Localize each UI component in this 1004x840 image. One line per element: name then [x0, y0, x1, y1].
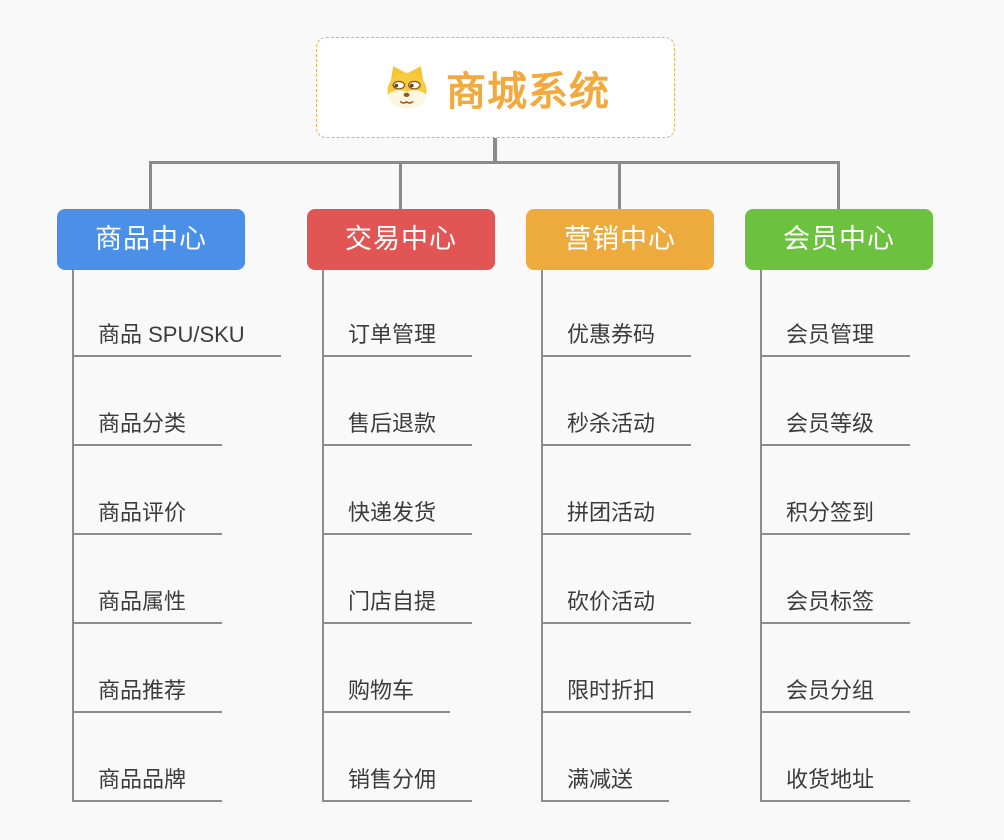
topic-item[interactable]: 快递发货	[322, 498, 473, 535]
topic-item[interactable]: 售后退款	[322, 409, 473, 446]
topic-item[interactable]: 满减送	[541, 765, 670, 802]
branch-header-trade-center[interactable]: 交易中心	[307, 209, 495, 270]
topic-item[interactable]: 秒杀活动	[541, 409, 692, 446]
connector-drop-trade	[399, 161, 402, 210]
shiba-dog-icon	[381, 63, 433, 113]
topic-item[interactable]: 限时折扣	[541, 676, 692, 713]
topic-item[interactable]: 优惠券码	[541, 320, 692, 357]
branch-header-product-center[interactable]: 商品中心	[57, 209, 245, 270]
topic-item[interactable]: 积分签到	[760, 498, 911, 535]
topic-item[interactable]: 会员分组	[760, 676, 911, 713]
branch-line	[760, 270, 762, 802]
connector-root-stem	[493, 138, 497, 164]
branch-line	[322, 270, 324, 802]
topic-item[interactable]: 订单管理	[322, 320, 473, 357]
connector-drop-member	[837, 161, 840, 210]
topic-item[interactable]: 拼团活动	[541, 498, 692, 535]
branch-line	[72, 270, 74, 802]
branch-product-center: 商品中心 商品 SPU/SKU 商品分类 商品评价 商品属性 商品推荐 商品品牌	[57, 209, 281, 809]
topic-item[interactable]: 商品评价	[72, 498, 223, 535]
topic-item[interactable]: 销售分佣	[322, 765, 473, 802]
topic-item[interactable]: 商品属性	[72, 587, 223, 624]
topic-item[interactable]: 商品品牌	[72, 765, 223, 802]
branch-marketing-center: 营销中心 优惠券码 秒杀活动 拼团活动 砍价活动 限时折扣 满减送	[526, 209, 714, 809]
branch-member-center: 会员中心 会员管理 会员等级 积分签到 会员标签 会员分组 收货地址	[745, 209, 933, 809]
root-node[interactable]: 商城系统	[316, 37, 675, 138]
connector-drop-product	[149, 161, 152, 210]
topic-item[interactable]: 砍价活动	[541, 587, 692, 624]
topic-item[interactable]: 会员管理	[760, 320, 911, 357]
topic-item[interactable]: 商品分类	[72, 409, 223, 446]
topic-item[interactable]: 商品推荐	[72, 676, 223, 713]
branch-header-member-center[interactable]: 会员中心	[745, 209, 933, 270]
branch-header-marketing-center[interactable]: 营销中心	[526, 209, 714, 270]
connector-drop-marketing	[618, 161, 621, 210]
topic-item[interactable]: 会员标签	[760, 587, 911, 624]
branch-line	[541, 270, 543, 802]
topic-item[interactable]: 商品 SPU/SKU	[72, 320, 281, 357]
connector-horizontal	[149, 161, 840, 164]
root-title: 商城系统	[446, 69, 610, 114]
topic-item[interactable]: 收货地址	[760, 765, 911, 802]
topic-item[interactable]: 购物车	[322, 676, 451, 713]
topic-item[interactable]: 门店自提	[322, 587, 473, 624]
branch-trade-center: 交易中心 订单管理 售后退款 快递发货 门店自提 购物车 销售分佣	[307, 209, 495, 809]
topic-item[interactable]: 会员等级	[760, 409, 911, 446]
